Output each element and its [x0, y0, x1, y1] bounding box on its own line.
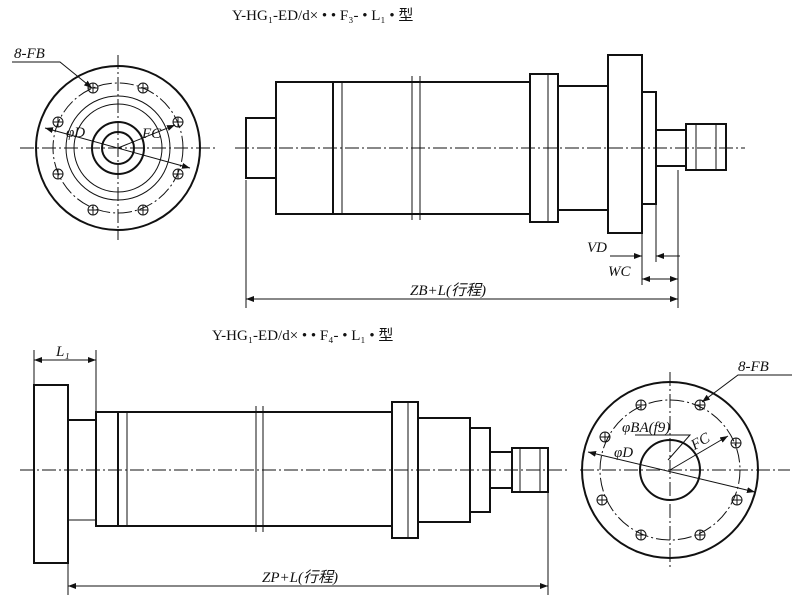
bottom-flange-end-view: 8-FB φBA(f9) φD FC — [580, 359, 792, 570]
l1-label: L₁ — [55, 344, 70, 360]
top-bolt-label: 8-FB — [14, 46, 45, 62]
bottom-phi-d-label: φD — [614, 445, 633, 461]
title-top: Y-HG₁-ED/d× • • F₃- • L₁ • 型 — [232, 7, 413, 24]
wc-label: WC — [608, 264, 631, 280]
top-flange-end-view: 8-FB φD FC — [12, 46, 215, 240]
bottom-cylinder-side-view: L₁ ZP+L(行程) — [20, 344, 570, 595]
title-bottom: Y-HG₁-ED/d× • • F₄- • L₁ • 型 — [212, 327, 393, 344]
top-cylinder-side-view: VD WC ZB+L(行程) — [235, 54, 745, 308]
bottom-fc-label: FC — [687, 430, 713, 454]
vd-label: VD — [587, 240, 607, 256]
zp-length-label: ZP+L(行程) — [262, 569, 338, 586]
top-phi-d-label: φD — [66, 125, 85, 141]
bottom-bolt-label: 8-FB — [738, 359, 769, 375]
phi-ba-label: φBA(f9) — [622, 420, 670, 436]
top-fc-label: FC — [141, 126, 162, 142]
zb-length-label: ZB+L(行程) — [410, 282, 486, 299]
